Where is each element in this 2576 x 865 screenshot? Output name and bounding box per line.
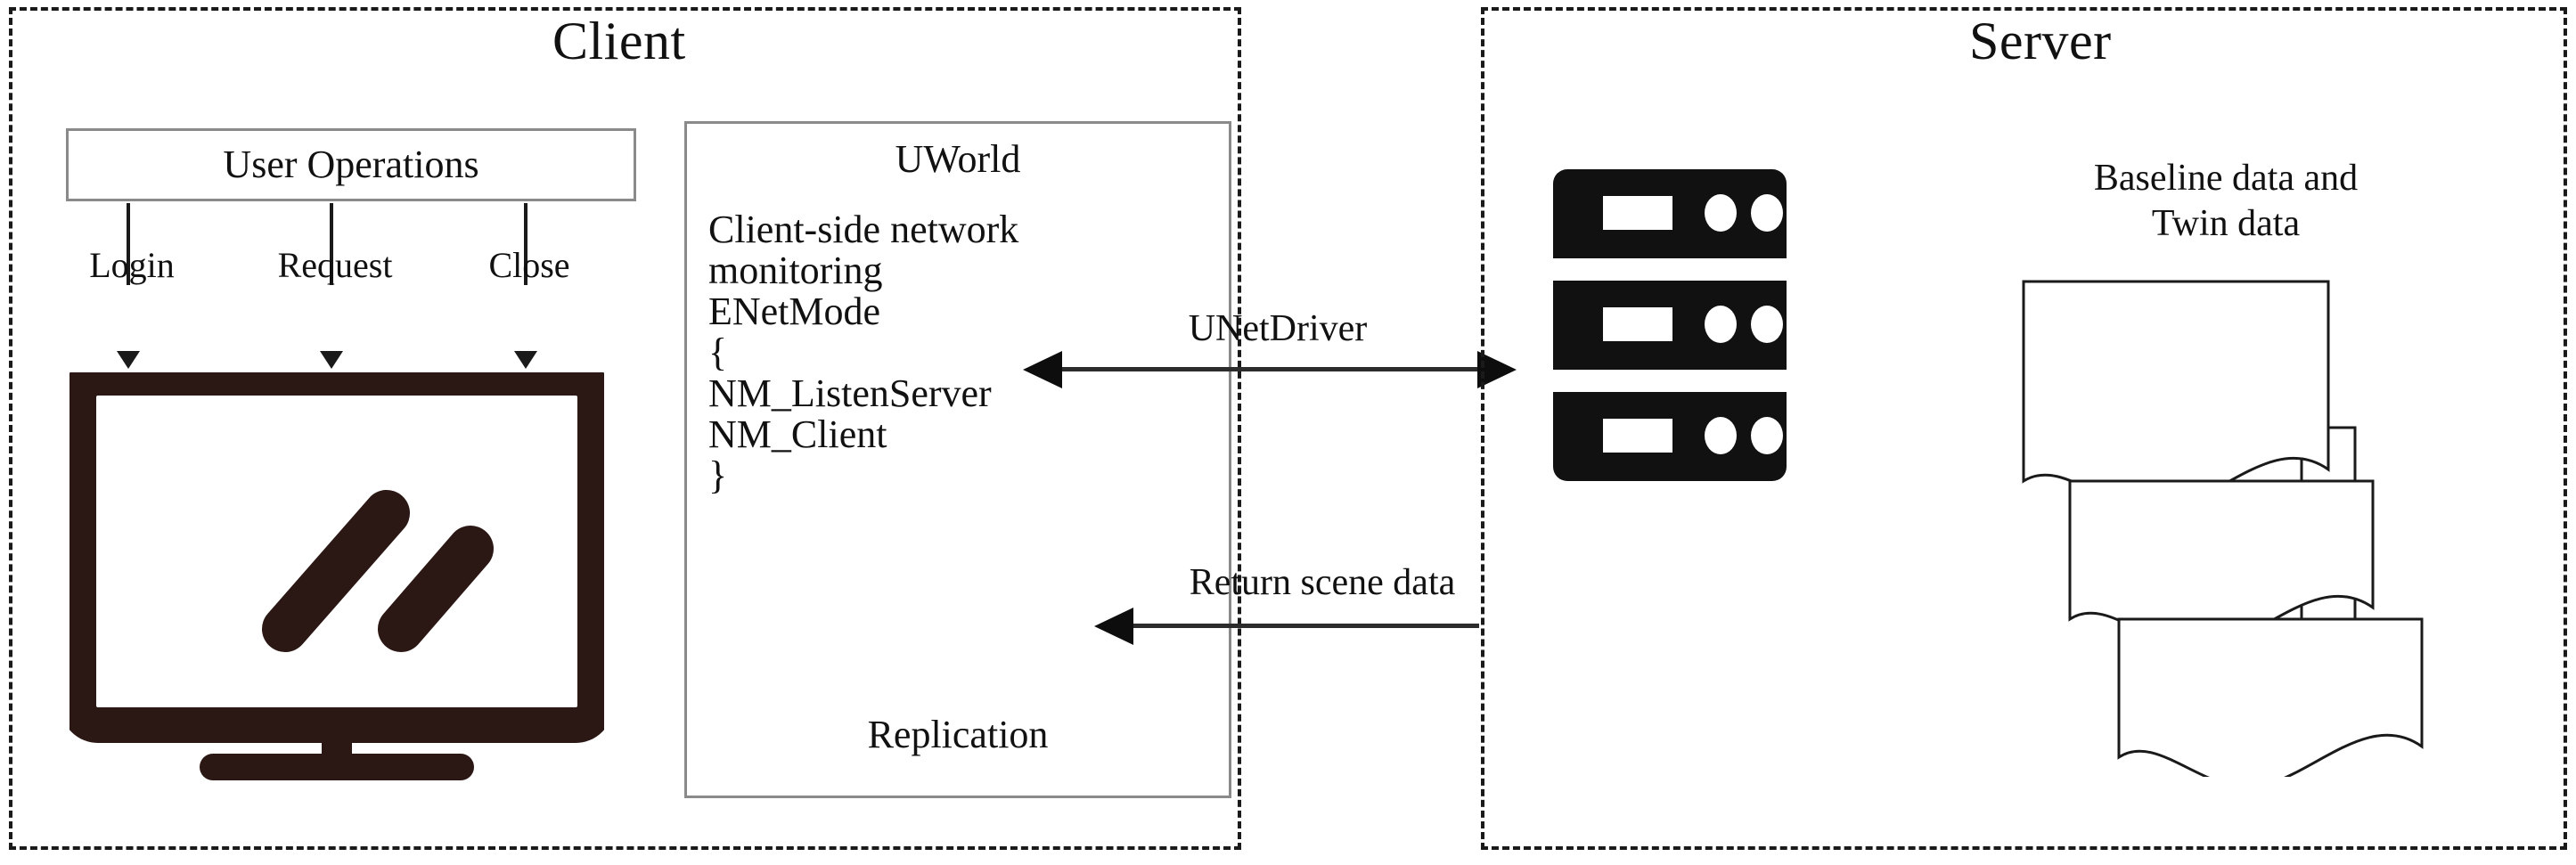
uworld-line-3: ENetMode — [708, 290, 881, 333]
rack-led-dot-icon — [1751, 194, 1783, 232]
server-panel-title: Server — [1969, 12, 2112, 70]
uworld-line-4: { — [708, 330, 728, 374]
uworld-line-2: monitoring — [708, 249, 883, 292]
uworld-line-5: NM_ListenServer — [708, 371, 992, 415]
client-panel-title: Client — [552, 12, 686, 70]
return-scene-data-label: Return scene data — [1189, 562, 1456, 603]
unetdriver-arrowhead-left — [1023, 351, 1062, 388]
rack-led-bar-icon — [1603, 196, 1672, 230]
desktop-monitor-icon — [61, 360, 613, 787]
rack-led-dot-icon — [1705, 417, 1737, 454]
operation-label-login: Login — [89, 245, 175, 285]
return-scene-data-line — [1132, 624, 1479, 628]
rack-led-bar-icon — [1603, 419, 1672, 453]
uworld-code-lines: Client-side network monitoring ENetMode … — [708, 209, 1220, 496]
uworld-title: UWorld — [895, 137, 1021, 181]
server-rack-bottom — [1553, 392, 1787, 481]
operation-label-request: Request — [277, 245, 393, 285]
arrowhead-close — [514, 351, 537, 369]
rack-led-dot-icon — [1751, 417, 1783, 454]
uworld-line-6: NM_Client — [708, 412, 887, 456]
rack-led-bar-icon — [1603, 307, 1672, 341]
server-rack-middle — [1553, 281, 1787, 370]
operation-label-close: Close — [488, 245, 570, 285]
document-stack-icon — [1994, 269, 2547, 789]
rack-led-dot-icon — [1705, 194, 1737, 232]
rack-led-dot-icon — [1705, 306, 1737, 343]
document-sheet-front-bottom — [2117, 617, 2424, 789]
uworld-footer-label: Replication — [867, 713, 1049, 756]
uworld-box[interactable]: UWorld Client-side network monitoring EN… — [684, 121, 1231, 798]
server-data-caption: Baseline data and Twin data — [2003, 156, 2449, 247]
user-operations-label: User Operations — [223, 143, 479, 186]
server-rack-top — [1553, 169, 1787, 258]
connector-request — [330, 203, 333, 285]
connector-login — [127, 203, 130, 285]
rack-led-dot-icon — [1751, 306, 1783, 343]
user-operations-box[interactable]: User Operations — [66, 128, 636, 201]
data-caption-line-1: Baseline data and — [2093, 158, 2359, 199]
arrowhead-request — [320, 351, 343, 369]
uworld-line-1: Client-side network — [708, 208, 1019, 251]
unetdriver-line — [1060, 367, 1479, 371]
arrowhead-login — [117, 351, 140, 369]
data-caption-line-2: Twin data — [2151, 203, 2301, 245]
client-panel — [9, 7, 1241, 850]
server-panel — [1481, 7, 2567, 850]
return-scene-data-arrowhead — [1094, 608, 1133, 645]
unetdriver-label: UNetDriver — [1188, 308, 1368, 349]
uworld-line-7: } — [708, 453, 728, 497]
connector-close — [524, 203, 527, 285]
